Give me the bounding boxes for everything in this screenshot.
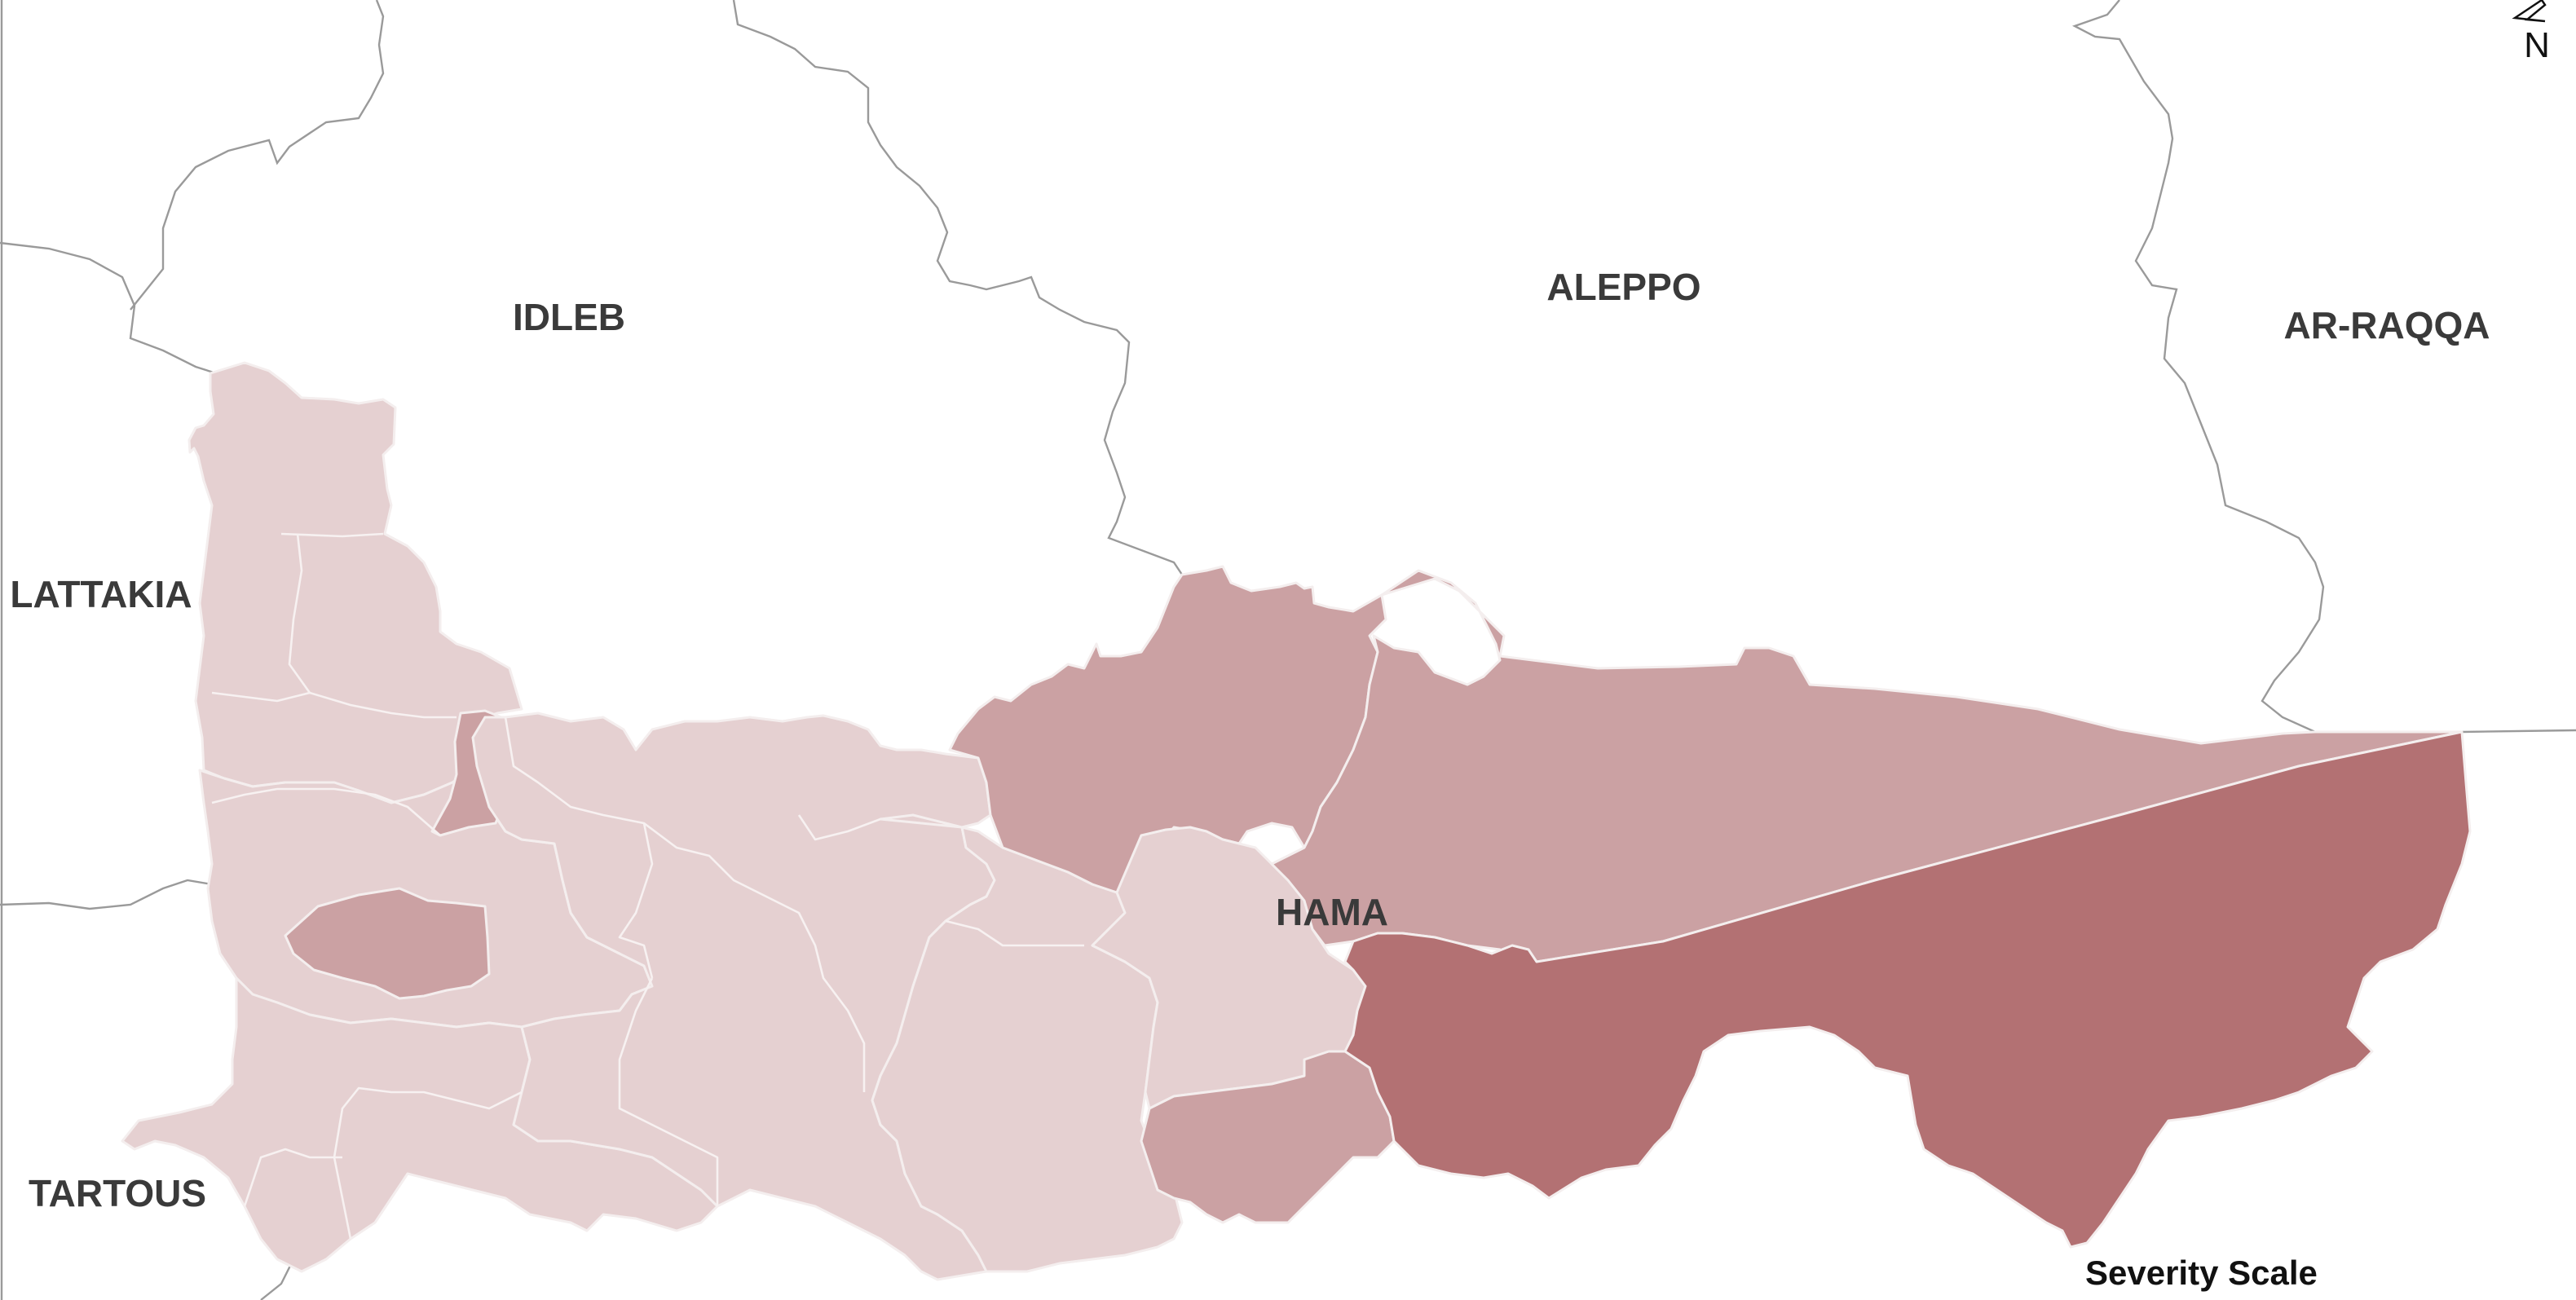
border-idleb-lattakia-north (130, 0, 385, 311)
label-lattakia: LATTAKIA (10, 573, 192, 615)
label-tartous: TARTOUS (29, 1172, 206, 1214)
north-arrow: N (2512, 0, 2550, 65)
sub-boundary-3 (211, 691, 311, 703)
label-hama: HAMA (1276, 891, 1388, 933)
sub-boundary-11 (945, 919, 1084, 947)
border-idleb-aleppo (732, 0, 1183, 575)
legend: Severity Scale (2085, 1254, 2318, 1292)
governorate-labels: IDLEB ALEPPO AR-RAQQA LATTAKIA HAMA TART… (10, 266, 2490, 1214)
sub-boundary-10 (243, 1148, 342, 1207)
sub-boundary-9 (333, 1086, 523, 1240)
sub-boundary-8 (797, 814, 881, 841)
label-idleb: IDLEB (513, 296, 625, 338)
district-west-pocket (284, 887, 491, 1000)
sub-boundary-7 (618, 977, 719, 1206)
label-aleppo: ALEPPO (1546, 266, 1700, 308)
hama-districts (121, 361, 2472, 1281)
north-arrow-icon (2512, 0, 2547, 23)
district-southeast (1343, 730, 2472, 1249)
sub-boundary-6 (643, 822, 866, 1092)
legend-title: Severity Scale (2085, 1254, 2318, 1292)
sub-boundary-1 (280, 532, 384, 538)
border-lattakia-tartous (0, 879, 213, 910)
sub-boundary-4 (211, 787, 441, 836)
label-ar-raqqa: AR-RAQQA (2284, 304, 2490, 346)
district-west-south (121, 976, 719, 1273)
north-label: N (2524, 25, 2550, 65)
border-aleppo-raqqa (2071, 0, 2325, 734)
district-south-small (1140, 1050, 1396, 1224)
border-raqqa-east (2461, 729, 2576, 734)
